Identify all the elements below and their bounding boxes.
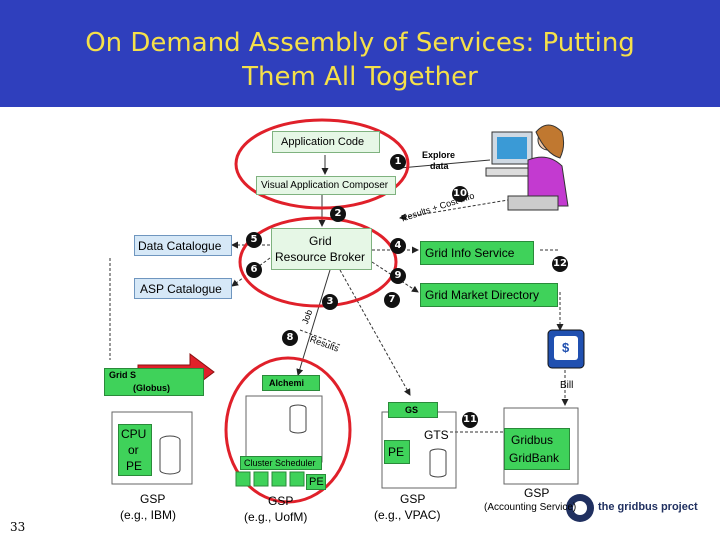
title-line-1: On Demand Assembly of Services: Putting bbox=[85, 28, 635, 58]
grid-market-directory-box: Grid Market Directory bbox=[420, 283, 558, 307]
gts-label: GTS bbox=[424, 428, 449, 442]
title-bar bbox=[0, 0, 720, 107]
cluster-scheduler-label: Cluster Scheduler bbox=[244, 458, 316, 468]
gsp-ibm-1: GSP bbox=[140, 492, 166, 506]
asp-catalogue-label: ASP Catalogue bbox=[140, 282, 222, 296]
dollar-symbol: $ bbox=[562, 340, 570, 355]
visual-composer-label: Visual Application Composer bbox=[261, 180, 389, 191]
step-3: 3 bbox=[322, 294, 338, 310]
cpu-pe-box: CPU or PE bbox=[118, 424, 152, 476]
explore-data-line-2: data bbox=[430, 161, 449, 171]
pe-box-vpac: PE bbox=[384, 440, 410, 464]
dollar-icon bbox=[547, 329, 585, 369]
data-catalogue-label: Data Catalogue bbox=[138, 239, 222, 253]
explore-data-line-1: Explore bbox=[422, 150, 456, 160]
slide-number: 33 bbox=[10, 520, 26, 534]
grid-service-globus-box: Grid S (Globus) bbox=[104, 368, 204, 396]
grid-info-service-box: Grid Info Service bbox=[420, 241, 534, 265]
grid-s-line-1: Grid S bbox=[109, 370, 137, 380]
gsp-uofm-1: GSP bbox=[268, 494, 294, 508]
gridbus-line-2: GridBank bbox=[509, 451, 560, 465]
grid-resource-broker-box: Grid Resource Broker bbox=[271, 228, 372, 270]
data-catalogue-box: Data Catalogue bbox=[134, 235, 232, 256]
step-2: 2 bbox=[330, 206, 346, 222]
grid-info-service-label: Grid Info Service bbox=[425, 246, 515, 260]
gs-label: GS bbox=[405, 405, 419, 415]
step-12: 12 bbox=[552, 256, 568, 272]
gsp-ibm-2: (e.g., IBM) bbox=[120, 508, 177, 522]
step-10: 10 bbox=[452, 186, 468, 202]
cluster-scheduler-box: Cluster Scheduler bbox=[240, 456, 322, 470]
gsp-vpac-1: GSP bbox=[400, 492, 426, 506]
step-1: 1 bbox=[390, 154, 406, 170]
step-7: 7 bbox=[384, 292, 400, 308]
step-11: 11 bbox=[462, 412, 478, 428]
gsp-accounting-1: GSP bbox=[524, 486, 550, 500]
gsp-uofm-2: (e.g., UofM) bbox=[244, 510, 308, 524]
gridbus-logo-text: the gridbus project bbox=[598, 501, 698, 513]
pe-label-uofm: PE bbox=[309, 476, 324, 488]
application-code-label: Application Code bbox=[281, 136, 365, 148]
gridbus-line-1: Gridbus bbox=[511, 433, 554, 447]
cpu-pe-line-2: or bbox=[128, 443, 139, 457]
pe-label-vpac: PE bbox=[388, 445, 405, 459]
grid-market-directory-label: Grid Market Directory bbox=[425, 288, 540, 302]
alchemi-label: Alchemi bbox=[269, 378, 305, 388]
gsp-accounting-2: (Accounting Service) bbox=[484, 502, 577, 513]
title-line-2: Them All Together bbox=[242, 62, 478, 92]
application-code-box: Application Code bbox=[272, 131, 380, 153]
step-9: 9 bbox=[390, 268, 406, 284]
step-5: 5 bbox=[246, 232, 262, 248]
gs-box: GS bbox=[388, 402, 438, 418]
grid-s-line-2: (Globus) bbox=[133, 383, 170, 393]
step-8: 8 bbox=[282, 330, 298, 346]
grid-broker-line-2: Resource Broker bbox=[275, 250, 366, 264]
gsp-vpac-2: (e.g., VPAC) bbox=[374, 508, 441, 522]
gridbus-logo-mark bbox=[566, 494, 594, 522]
gridbus-gridbank-box: Gridbus GridBank bbox=[504, 428, 570, 470]
cpu-pe-line-3: PE bbox=[126, 459, 143, 473]
alchemi-box: Alchemi bbox=[262, 375, 320, 391]
bill-label: Bill bbox=[560, 380, 574, 391]
asp-catalogue-box: ASP Catalogue bbox=[134, 278, 232, 299]
visual-composer-box: Visual Application Composer bbox=[256, 176, 396, 195]
grid-broker-line-1: Grid bbox=[309, 234, 332, 248]
slide-title: On Demand Assembly of Services: Putting … bbox=[20, 26, 700, 94]
step-4: 4 bbox=[390, 238, 406, 254]
user-computer-figure bbox=[485, 124, 569, 211]
pe-box-uofm: PE bbox=[306, 474, 326, 490]
cpu-pe-line-1: CPU bbox=[121, 427, 147, 441]
step-6: 6 bbox=[246, 262, 262, 278]
